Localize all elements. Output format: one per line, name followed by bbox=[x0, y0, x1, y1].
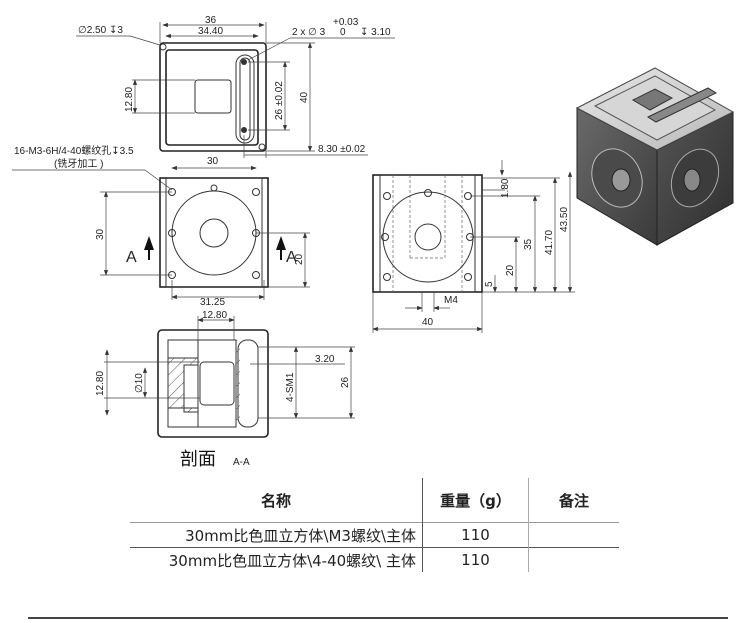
dim-8-30: 8.30 ±0.02 bbox=[318, 144, 366, 155]
section-arrow-left bbox=[144, 236, 154, 260]
dim-4-sm1: 4-SM1 bbox=[285, 372, 296, 402]
header-name: 名称 bbox=[130, 478, 423, 523]
cube-3d-render bbox=[575, 67, 735, 246]
section-arrow-right bbox=[276, 236, 286, 260]
dim-30-left: 30 bbox=[95, 228, 106, 240]
dim-26-slot: 26 ±0.02 bbox=[274, 81, 285, 120]
dim-m4: M4 bbox=[444, 295, 458, 306]
pin-tolerance-upper: +0.03 bbox=[333, 17, 359, 28]
dim-3-20: 3.20 bbox=[315, 354, 335, 365]
dim-35: 35 bbox=[523, 238, 534, 250]
section-title-sub: A-A bbox=[233, 457, 250, 468]
section-mark-left: A bbox=[126, 249, 137, 266]
thread-note-sub: (铣牙加工 ) bbox=[54, 157, 103, 170]
pin-note: 2 x ∅ 3 bbox=[292, 27, 326, 38]
dim-40-width: 40 bbox=[422, 317, 434, 328]
header-notes: 备注 bbox=[558, 491, 589, 510]
cell-notes bbox=[528, 547, 619, 572]
dim-26-section: 26 bbox=[340, 376, 351, 388]
cell-weight: 110 bbox=[422, 522, 529, 548]
side-view: 1.80 35 20 5 41.70 43.50 M4 40 bbox=[372, 160, 575, 333]
cell-weight: 110 bbox=[422, 547, 529, 572]
bottom-divider bbox=[28, 617, 728, 619]
dim-36: 36 bbox=[205, 15, 217, 26]
dim-5: 5 bbox=[484, 281, 495, 287]
section-mark-right: A bbox=[286, 249, 297, 266]
dim-30-top: 30 bbox=[207, 156, 219, 167]
pin-depth: ↧ 3.10 bbox=[360, 27, 391, 38]
table-row: 30mm比色皿立方体\M3螺纹\主体 110 bbox=[130, 522, 619, 548]
thread-note: 16-M3-6H/4-40螺纹孔↧3.5 bbox=[14, 144, 134, 157]
top-view: 36 34.40 ∅2.50 ↧3 2 x ∅ 3 +0.03 0 ↧ 3.10… bbox=[12, 15, 395, 191]
cell-notes bbox=[528, 522, 619, 548]
dim-31-25: 31.25 bbox=[200, 297, 225, 308]
dim-1-80: 1.80 bbox=[500, 178, 511, 198]
dim-20-right: 20 bbox=[294, 253, 305, 265]
parts-table: 名称 重量（g） 备注 30mm比色皿立方体\M3螺纹\主体 110 30mm比… bbox=[130, 478, 619, 572]
dim-bore-10: ∅10 bbox=[134, 373, 145, 393]
dim-43-50: 43.50 bbox=[559, 207, 570, 232]
cell-name: 30mm比色皿立方体\M3螺纹\主体 bbox=[130, 522, 423, 548]
section-title: 剖面 bbox=[180, 449, 216, 469]
front-view: 30 30 20 31.25 A A bbox=[95, 156, 310, 308]
cell-name: 30mm比色皿立方体\4-40螺纹\ 主体 bbox=[130, 547, 423, 572]
dim-12-80-section-top: 12.80 bbox=[202, 310, 227, 321]
pin-tolerance-lower: 0 bbox=[340, 27, 346, 38]
dim-20-side: 20 bbox=[505, 264, 516, 276]
dim-41-70: 41.70 bbox=[544, 230, 555, 255]
header-weight: 重量（g） bbox=[422, 478, 529, 523]
dim-40-height: 40 bbox=[299, 91, 310, 103]
table-row: 30mm比色皿立方体\4-40螺纹\ 主体 110 bbox=[130, 547, 619, 572]
dim-34-40: 34.40 bbox=[198, 26, 223, 37]
hole-note: ∅2.50 ↧3 bbox=[78, 25, 123, 36]
section-view: 12.80 12.80 ∅10 3.20 4-SM1 26 剖面 A-A bbox=[95, 310, 355, 469]
dim-12-80-pocket: 12.80 bbox=[124, 87, 135, 112]
dim-12-80-section-left: 12.80 bbox=[95, 371, 106, 396]
